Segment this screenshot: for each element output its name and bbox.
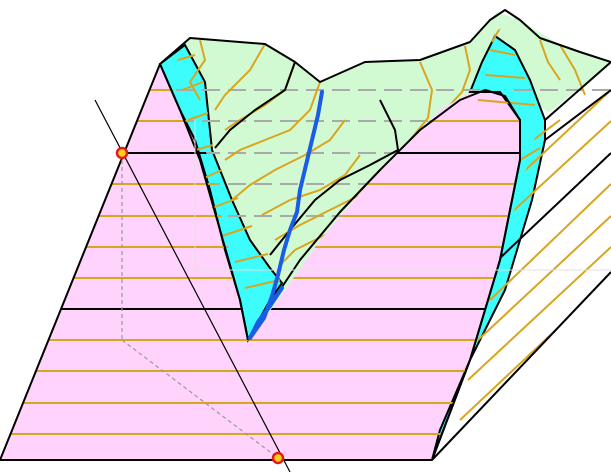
terrain-surface bbox=[160, 12, 611, 340]
section-line bbox=[94, 99, 291, 472]
index-contours bbox=[214, 61, 400, 256]
construction-lines bbox=[121, 153, 279, 459]
stream-branch bbox=[248, 286, 284, 340]
rock-band-contours bbox=[177, 49, 541, 289]
block-outline bbox=[0, 9, 611, 461]
front-face bbox=[0, 64, 520, 460]
stream bbox=[248, 90, 324, 340]
right-strata-lines bbox=[459, 89, 611, 421]
faint-grid-lines bbox=[194, 120, 611, 271]
marker-point-upper bbox=[115, 146, 129, 160]
marker-point-lower bbox=[271, 451, 285, 465]
